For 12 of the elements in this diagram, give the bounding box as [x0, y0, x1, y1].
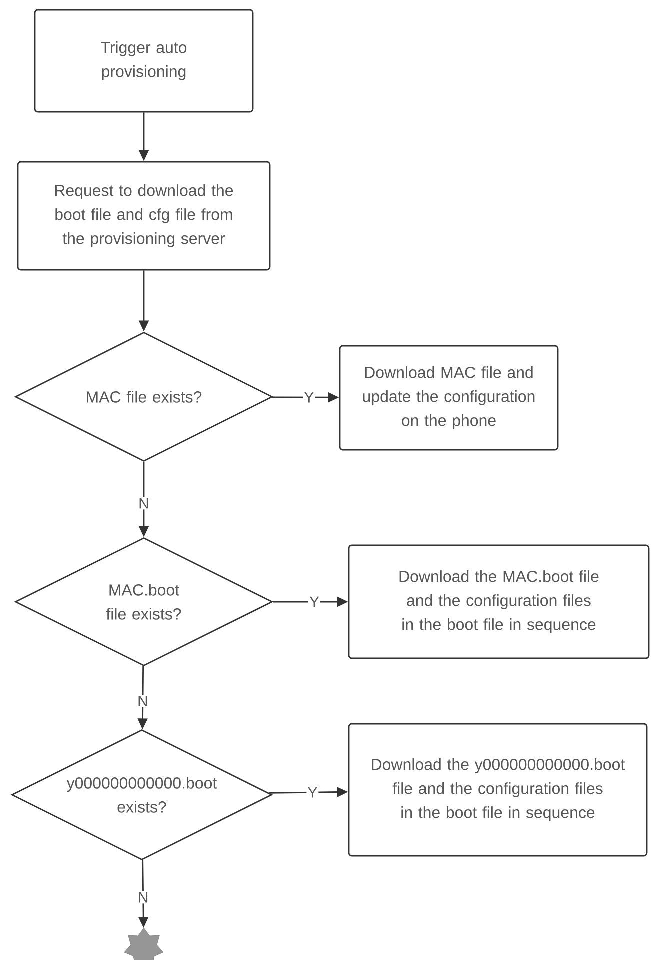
edge-label: N: [136, 695, 150, 708]
star-shape: [124, 928, 164, 960]
process-box: Trigger auto provisioning: [34, 9, 254, 113]
process-box: Download the y000000000000.boot file and the configuration files in the boot file in sequence: [348, 723, 648, 857]
edge-label: Y: [303, 391, 316, 404]
edge-label: N: [136, 891, 150, 904]
process-box: Download the MAC.boot file and the configuration files in the boot file in sequence: [348, 544, 650, 660]
process-box: Download MAC file and update the configuration on the phone: [339, 345, 559, 451]
edge-label: Y: [308, 596, 321, 608]
process-box: Request to download the boot file and cfg file from the provisioning server: [17, 161, 271, 271]
edge-label: N: [138, 497, 150, 510]
edge-label: Y: [306, 786, 319, 799]
